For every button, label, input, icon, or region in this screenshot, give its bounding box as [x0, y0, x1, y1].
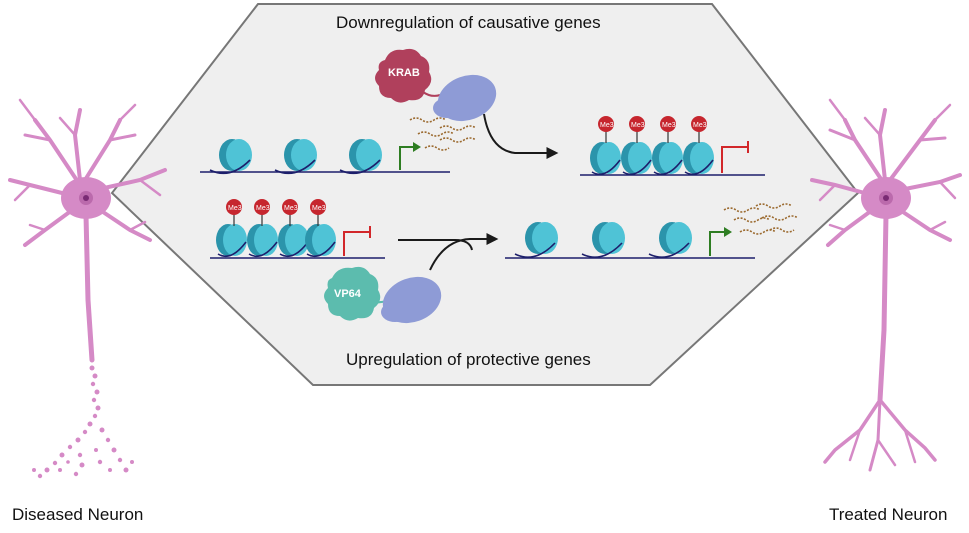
nucleosome: [621, 142, 652, 176]
me3-mark: Me3: [629, 116, 645, 143]
transition-arrow-top: [483, 113, 559, 159]
vp64-dcas9-complex: [324, 266, 442, 324]
nucleosome-group-bottom-after: [514, 222, 692, 258]
me3-label: Me3: [600, 122, 614, 129]
me3-mark: Me3: [598, 116, 614, 143]
nucleosome: [590, 142, 621, 176]
nucleosome: [652, 142, 683, 176]
promoter-arrowhead: [724, 227, 732, 237]
nucleosome: [514, 222, 558, 258]
transcripts-top: [409, 117, 477, 151]
promoter-arrowhead: [413, 142, 421, 152]
nucleosome: [581, 222, 625, 258]
methyl-marks-bottom: Me3 Me3 Me3 Me3: [226, 199, 326, 226]
me3-mark: Me3: [282, 199, 298, 226]
krab-domain: [375, 48, 432, 103]
me3-mark: Me3: [254, 199, 270, 226]
vp64-label: VP64: [334, 288, 362, 300]
me3-mark: Me3: [226, 199, 242, 226]
vp64-domain: [324, 266, 381, 321]
transcripts-bottom: [723, 203, 799, 235]
me3-label: Me3: [284, 205, 298, 212]
me3-label: Me3: [312, 205, 326, 212]
nucleosome-group-top-after: [590, 142, 714, 176]
nucleosome: [216, 224, 247, 258]
nucleosome: [683, 142, 714, 176]
inactive-promoter-bottom: [343, 226, 371, 256]
nucleosome: [339, 139, 382, 175]
inactive-promoter-top: [721, 141, 749, 173]
top-caption: Downregulation of causative genes: [336, 13, 601, 32]
methyl-marks-top: Me3 Me3 Me3 Me3: [598, 116, 707, 143]
nucleosome: [274, 139, 317, 175]
bottom-caption: Upregulation of protective genes: [346, 350, 591, 369]
nucleosome: [305, 224, 336, 258]
krab-dcas9-complex: [375, 48, 497, 122]
me3-label: Me3: [662, 122, 676, 129]
nucleosome: [209, 139, 252, 175]
krab-label: KRAB: [388, 67, 420, 79]
treated-neuron: [810, 98, 962, 472]
me3-label: Me3: [228, 205, 242, 212]
diseased-axon-fragments: [32, 365, 134, 479]
nucleosome: [648, 222, 692, 258]
hexagon-panel: [110, 3, 860, 386]
nucleosome-group-bottom-before: [216, 224, 336, 258]
active-promoter-arrow-top: [399, 146, 415, 170]
me3-label: Me3: [256, 205, 270, 212]
diseased-neuron-soma: [61, 177, 111, 219]
transition-arrow-bottom-curve: [429, 233, 499, 271]
diseased-neuron: [8, 98, 167, 363]
nucleosome: [247, 224, 278, 258]
me3-mark: Me3: [310, 199, 326, 226]
nucleosome-group-top-before: [209, 139, 382, 175]
treated-neuron-soma: [861, 177, 911, 219]
me3-label: Me3: [693, 122, 707, 129]
diseased-neuron-label: Diseased Neuron: [12, 505, 144, 524]
me3-label: Me3: [631, 122, 645, 129]
nucleosome: [278, 224, 309, 258]
active-promoter-arrow-bottom: [709, 231, 726, 256]
transition-arrow-bottom-line: [398, 239, 473, 251]
me3-mark: Me3: [691, 116, 707, 143]
treated-neuron-label: Treated Neuron: [829, 505, 948, 524]
me3-mark: Me3: [660, 116, 676, 143]
